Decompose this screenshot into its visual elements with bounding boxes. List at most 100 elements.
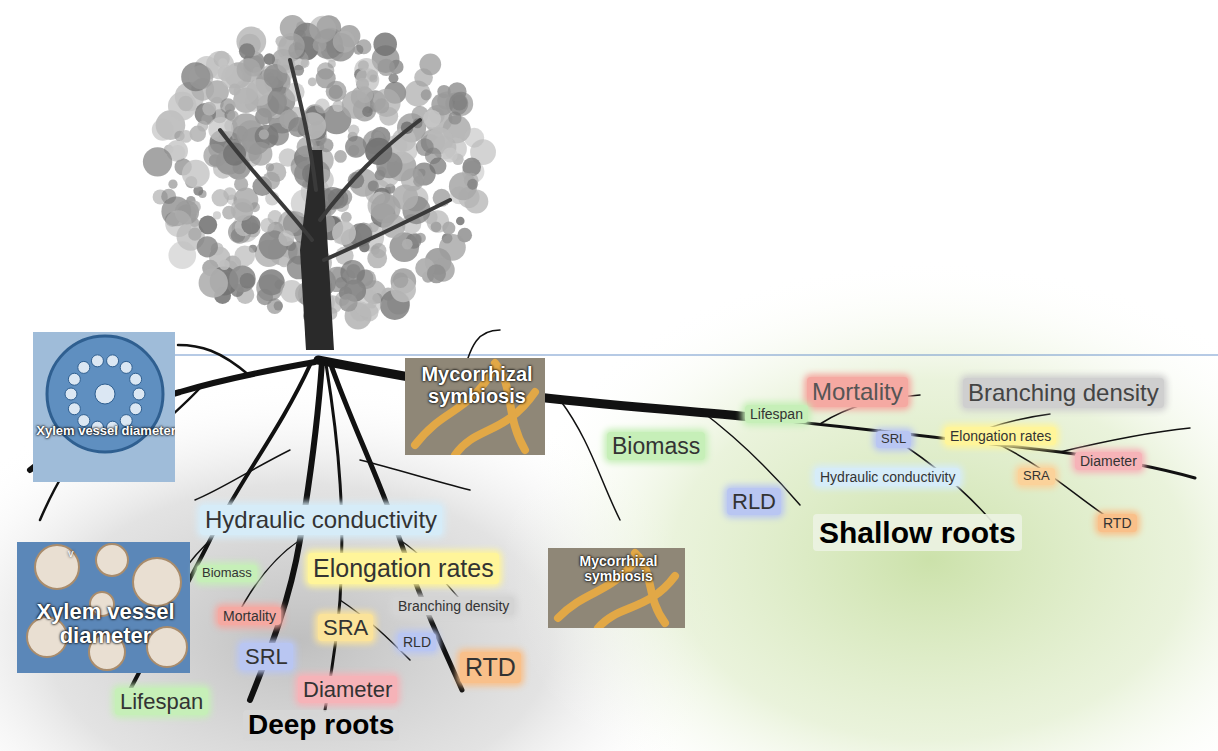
leaf-cluster xyxy=(373,32,396,55)
leaf-cluster xyxy=(168,241,196,269)
leaf-cluster xyxy=(449,92,473,116)
leaf-cluster xyxy=(375,170,385,180)
node-text: Branching density xyxy=(398,598,509,614)
leaf-cluster xyxy=(308,78,317,87)
trait-label: SRA xyxy=(318,614,373,641)
leaf-cluster xyxy=(372,89,400,117)
trait-label: SRL xyxy=(240,643,293,670)
leaf-cluster xyxy=(197,121,208,132)
leaf-cluster xyxy=(439,234,466,261)
trunk xyxy=(300,150,334,350)
leaf-cluster xyxy=(367,249,387,269)
node-text: Diameter xyxy=(1080,453,1137,469)
leaf-cluster xyxy=(334,150,347,163)
leaf-cluster xyxy=(152,119,174,141)
trait-label: Lifespan xyxy=(745,405,808,423)
trait-label: Elongation rates xyxy=(945,427,1056,445)
leaf-cluster xyxy=(442,222,455,235)
trait-label: RLD xyxy=(727,488,781,515)
node-text: Mycorrhizal symbiosis xyxy=(407,363,545,407)
node-text: Mortality xyxy=(812,378,903,406)
leaf-cluster xyxy=(260,218,274,232)
leaf-cluster xyxy=(339,293,357,311)
trait-label: Diameter xyxy=(1075,452,1142,470)
trait-label: Elongation rates xyxy=(308,553,499,584)
trait-label: Branching density xyxy=(393,597,514,615)
leaf-cluster xyxy=(170,145,185,160)
leaf-cluster xyxy=(348,125,359,136)
trait-label: Branching density xyxy=(963,378,1164,408)
leaf-cluster xyxy=(197,236,218,257)
zone-heading: Shallow roots xyxy=(813,514,1022,551)
leaf-cluster xyxy=(143,147,172,176)
leaf-cluster xyxy=(315,99,330,114)
leaf-cluster xyxy=(248,142,272,166)
leaf-cluster xyxy=(213,211,221,219)
leaf-cluster xyxy=(189,65,213,89)
leaf-cluster xyxy=(219,260,230,271)
leaf-cluster xyxy=(414,68,433,87)
leaf-cluster xyxy=(356,39,371,54)
leaf-cluster xyxy=(357,87,374,104)
leaf-cluster xyxy=(332,221,356,245)
trait-label: RTD xyxy=(460,652,521,683)
leaf-cluster xyxy=(180,130,193,143)
leaf-cluster xyxy=(231,198,254,221)
node-text: RLD xyxy=(732,489,776,514)
leaf-cluster xyxy=(259,129,269,139)
leaf-cluster xyxy=(341,212,352,223)
leaf-cluster xyxy=(214,51,230,67)
leaf-cluster xyxy=(393,272,408,287)
leaf-cluster xyxy=(264,53,276,65)
vessel-mark: v xyxy=(68,547,74,559)
node-text: SRL xyxy=(245,644,288,669)
trait-label: Hydraulic conductivity xyxy=(200,505,442,535)
node-text: Xylem vessel diameter xyxy=(35,424,175,438)
leaf-cluster xyxy=(279,33,305,59)
root-system xyxy=(30,60,1195,710)
micrograph xyxy=(33,332,175,482)
leaf-cluster xyxy=(443,147,458,162)
trait-label: Mortality xyxy=(218,607,281,625)
leaf-cluster xyxy=(345,136,367,158)
soil-surface-line xyxy=(175,354,1218,355)
leaf-cluster xyxy=(278,230,294,246)
node-text: RLD xyxy=(403,634,431,650)
trait-label: Diameter xyxy=(298,676,397,703)
node-text: Lifespan xyxy=(120,689,203,714)
leaf-cluster xyxy=(368,180,379,191)
leaf-cluster xyxy=(255,108,272,125)
leaf-cluster xyxy=(237,58,261,82)
leaf-cluster xyxy=(374,98,389,113)
node-text: Hydraulic conductivity xyxy=(205,506,437,534)
node-text: SRA xyxy=(323,615,368,640)
micrograph-panel: Xylem vessel diameter xyxy=(33,332,175,482)
leaf-cluster xyxy=(333,30,355,52)
leaf-cluster xyxy=(317,62,334,79)
node-text: Branching density xyxy=(968,379,1159,407)
leaf-cluster xyxy=(239,43,255,59)
leaf-cluster xyxy=(198,190,206,198)
trait-label: Lifespan xyxy=(115,688,208,715)
photo-panel: Mycorrhizal symbiosis xyxy=(405,358,545,455)
leaf-cluster xyxy=(427,264,446,283)
leaf-cluster xyxy=(240,273,255,288)
leaf-cluster xyxy=(218,58,227,67)
photo-panel: Mycorrhizal symbiosis xyxy=(548,548,685,628)
node-text: Biomass xyxy=(612,433,700,459)
leaf-cluster xyxy=(227,110,239,122)
leaf-cluster xyxy=(165,210,192,237)
trait-label: RLD xyxy=(398,633,436,651)
node-text: Biomass xyxy=(202,566,252,581)
leaf-cluster xyxy=(280,280,303,303)
leaf-cluster xyxy=(229,266,256,293)
leaf-cluster xyxy=(313,38,327,52)
node-text: Mycorrhizal symbiosis xyxy=(550,554,685,585)
branches xyxy=(220,60,450,260)
trait-label: SRA xyxy=(1018,468,1055,485)
leaf-cluster xyxy=(467,179,478,190)
node-text: Lifespan xyxy=(750,406,803,422)
leaf-cluster xyxy=(274,301,283,310)
leaf-cluster xyxy=(168,180,177,189)
leaf-cluster xyxy=(416,138,434,156)
